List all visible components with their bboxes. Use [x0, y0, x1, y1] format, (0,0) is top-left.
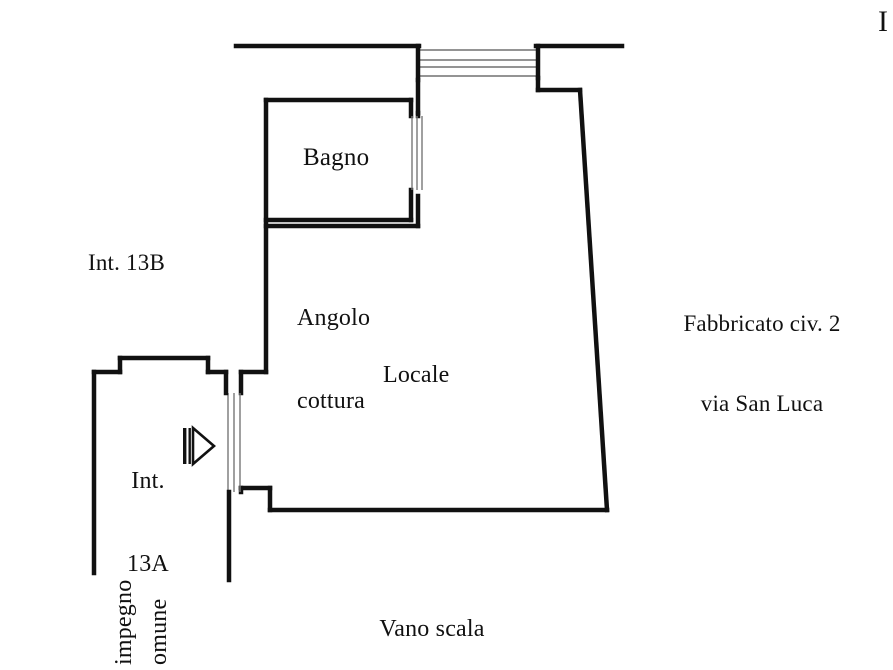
room-bagno-walls: [263, 97, 421, 229]
door-entry-opening-icon: [227, 393, 241, 492]
building-address-line1: Fabbricato civ. 2: [683, 311, 841, 337]
building-address-label: Fabbricato civ. 2 via San Luca: [659, 258, 865, 471]
unit-label-int-13b: Int. 13B: [88, 250, 165, 275]
room-label-bagno: Bagno: [303, 144, 370, 171]
unit-label-int-13a: Int. 13A: [119, 412, 177, 635]
room-label-angolo-cottura: Angolo cottura: [297, 249, 370, 472]
unit-label-int-13a-line1: Int.: [131, 467, 165, 494]
room-label-vano-scala-line1: Vano scala: [379, 615, 485, 642]
room-label-angolo-cottura-line1: Angolo: [297, 304, 371, 331]
unit-label-int-13a-line2: 13A: [127, 551, 169, 578]
rotated-label-impegno: impegno: [111, 579, 137, 665]
apartment-outline-13a: [91, 355, 229, 576]
apartment-outline-13b: [238, 75, 610, 513]
room-label-vano-scala: Vano scala condominiale: [336, 560, 528, 670]
door-entrance-arrow-icon: [183, 425, 216, 467]
window-top-icon: [420, 49, 536, 77]
door-bagno-icon: [411, 116, 423, 190]
room-label-locale: Locale: [383, 362, 450, 388]
room-label-angolo-cottura-line2: cottura: [297, 388, 366, 415]
building-address-line2: via San Luca: [700, 391, 824, 417]
rotated-label-comune: omune: [146, 598, 172, 665]
corner-mark-glyph: I: [878, 5, 888, 38]
window-jambs: [415, 43, 541, 83]
